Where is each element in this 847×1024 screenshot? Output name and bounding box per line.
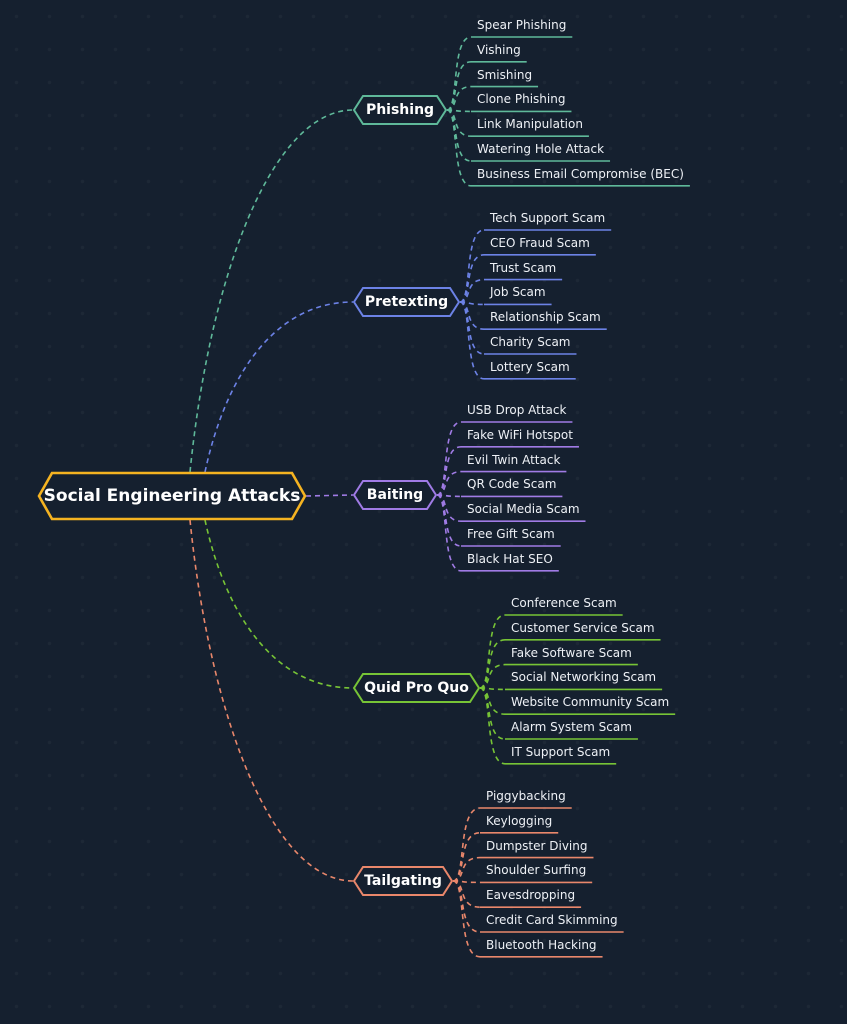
hexagon-outline (352, 95, 448, 125)
leaf-pretexting-5[interactable]: Charity Scam (490, 335, 571, 349)
leaf-baiting-3[interactable]: QR Code Scam (467, 477, 557, 492)
branch-node-tailgating[interactable]: Tailgating (352, 866, 454, 896)
branch-node-phishing[interactable]: Phishing (352, 95, 448, 125)
branch-hexagon-shape-quid-pro-quo (352, 673, 481, 703)
leaf-tailgating-2[interactable]: Dumpster Diving (486, 838, 588, 853)
connector-phishing-leaf-5 (446, 109, 472, 162)
leaf-quid-pro-quo-2[interactable]: Fake Software Scam (511, 645, 632, 660)
branch-node-quid-pro-quo[interactable]: Quid Pro Quo (352, 673, 481, 703)
branch-hexagon-shape-pretexting (352, 287, 461, 317)
leaf-quid-pro-quo-1[interactable]: Customer Service Scam (511, 620, 655, 635)
branch-label-quid-pro-quo: Quid Pro Quo (364, 680, 469, 696)
connector-tailgating-leaf-2 (452, 856, 481, 882)
connector-baiting-leaf-4 (436, 494, 462, 522)
hexagon-outline (37, 471, 307, 521)
leaf-tailgating-6[interactable]: Bluetooth Hacking (486, 937, 597, 952)
connector-phishing-leaf-4 (446, 109, 472, 137)
branch-label-phishing: Phishing (365, 102, 435, 118)
leaf-baiting-6[interactable]: Black Hat SEO (467, 551, 553, 566)
connector-tailgating-leaf-1 (452, 832, 481, 882)
hexagon-outline (352, 480, 438, 510)
connector-pretexting-leaf-4 (459, 301, 485, 330)
connector-root-phishing (189, 109, 354, 473)
branch-hexagon-shape-tailgating (352, 866, 454, 896)
leaf-quid-pro-quo-3[interactable]: Social Networking Scam (511, 670, 657, 685)
connector-quid-pro-quo-leaf-1 (479, 639, 506, 689)
leaf-tailgating-0[interactable]: Piggybacking (486, 789, 566, 803)
leaf-pretexting-6[interactable]: Lottery Scam (490, 359, 570, 374)
leaf-pretexting-4[interactable]: Relationship Scam (490, 310, 601, 325)
connector-root-pretexting (204, 301, 354, 473)
leaf-phishing-6[interactable]: Business Email Compromise (BEC) (477, 166, 684, 181)
branch-hexagon-shape-baiting (352, 480, 438, 510)
leaf-tailgating-3[interactable]: Shoulder Surfing (486, 863, 587, 878)
connector-tailgating-leaf-6 (452, 880, 481, 958)
leaf-phishing-0[interactable]: Spear Phishing (477, 18, 567, 32)
leaf-tailgating-5[interactable]: Credit Card Skimming (486, 913, 618, 927)
connector-quid-pro-quo-leaf-5 (479, 687, 506, 740)
connector-pretexting-leaf-1 (459, 254, 485, 303)
leaf-pretexting-1[interactable]: CEO Fraud Scam (490, 235, 590, 250)
connector-pretexting-leaf-5 (459, 301, 485, 355)
leaf-quid-pro-quo-4[interactable]: Website Community Scam (511, 695, 670, 710)
connector-baiting-leaf-2 (436, 470, 462, 496)
connector-pretexting-leaf-2 (459, 278, 485, 303)
connector-baiting-leaf-1 (436, 446, 462, 496)
leaf-baiting-0[interactable]: USB Drop Attack (467, 403, 567, 417)
leaf-baiting-5[interactable]: Free Gift Scam (467, 527, 555, 541)
branch-label-pretexting: Pretexting (364, 294, 449, 310)
leaf-phishing-5[interactable]: Watering Hole Attack (477, 142, 605, 156)
leaf-pretexting-2[interactable]: Trust Scam (490, 260, 557, 275)
connector-root-tailgating (189, 519, 354, 882)
leaf-quid-pro-quo-5[interactable]: Alarm System Scam (511, 720, 632, 734)
leaf-phishing-3[interactable]: Clone Phishing (477, 92, 566, 107)
leaf-phishing-4[interactable]: Link Manipulation (477, 117, 583, 132)
connector-root-quid-pro-quo (204, 519, 354, 689)
leaf-pretexting-0[interactable]: Tech Support Scam (490, 211, 606, 225)
connector-quid-pro-quo-leaf-2 (479, 663, 506, 689)
hexagon-outline (352, 673, 481, 703)
branch-node-baiting[interactable]: Baiting (352, 480, 438, 510)
connector-quid-pro-quo-leaf-6 (479, 687, 506, 765)
leaf-quid-pro-quo-6[interactable]: IT Support Scam (511, 744, 611, 759)
connector-phishing-leaf-1 (446, 61, 472, 111)
hexagon-outline (352, 287, 461, 317)
connector-phishing-leaf-6 (446, 109, 472, 187)
leaf-baiting-1[interactable]: Fake WiFi Hotspot (467, 427, 573, 442)
connector-baiting-leaf-5 (436, 494, 462, 547)
leaf-baiting-4[interactable]: Social Media Scam (467, 502, 580, 517)
hexagon-outline (352, 866, 454, 896)
leaf-quid-pro-quo-0[interactable]: Conference Scam (511, 596, 617, 610)
connector-phishing-leaf-2 (446, 85, 472, 111)
connector-root-baiting (305, 494, 354, 497)
branch-label-tailgating: Tailgating (364, 873, 442, 889)
connector-tailgating-leaf-4 (452, 880, 481, 908)
leaf-pretexting-3[interactable]: Job Scam (490, 285, 546, 300)
root-node[interactable]: Social Engineering Attacks (37, 471, 307, 521)
leaf-phishing-1[interactable]: Vishing (477, 42, 521, 57)
connector-pretexting-leaf-6 (459, 301, 485, 380)
leaf-tailgating-1[interactable]: Keylogging (486, 813, 553, 828)
branch-hexagon-shape-phishing (352, 95, 448, 125)
branch-node-pretexting[interactable]: Pretexting (352, 287, 461, 317)
leaf-baiting-2[interactable]: Evil Twin Attack (467, 452, 561, 467)
branch-label-baiting: Baiting (366, 487, 424, 503)
leaf-tailgating-4[interactable]: Eavesdropping (486, 888, 576, 903)
root-label: Social Engineering Attacks (43, 486, 301, 506)
connector-quid-pro-quo-leaf-4 (479, 687, 506, 715)
connector-baiting-leaf-6 (436, 494, 462, 572)
root-hexagon-shape (37, 471, 307, 521)
leaf-phishing-2[interactable]: Smishing (477, 67, 533, 82)
